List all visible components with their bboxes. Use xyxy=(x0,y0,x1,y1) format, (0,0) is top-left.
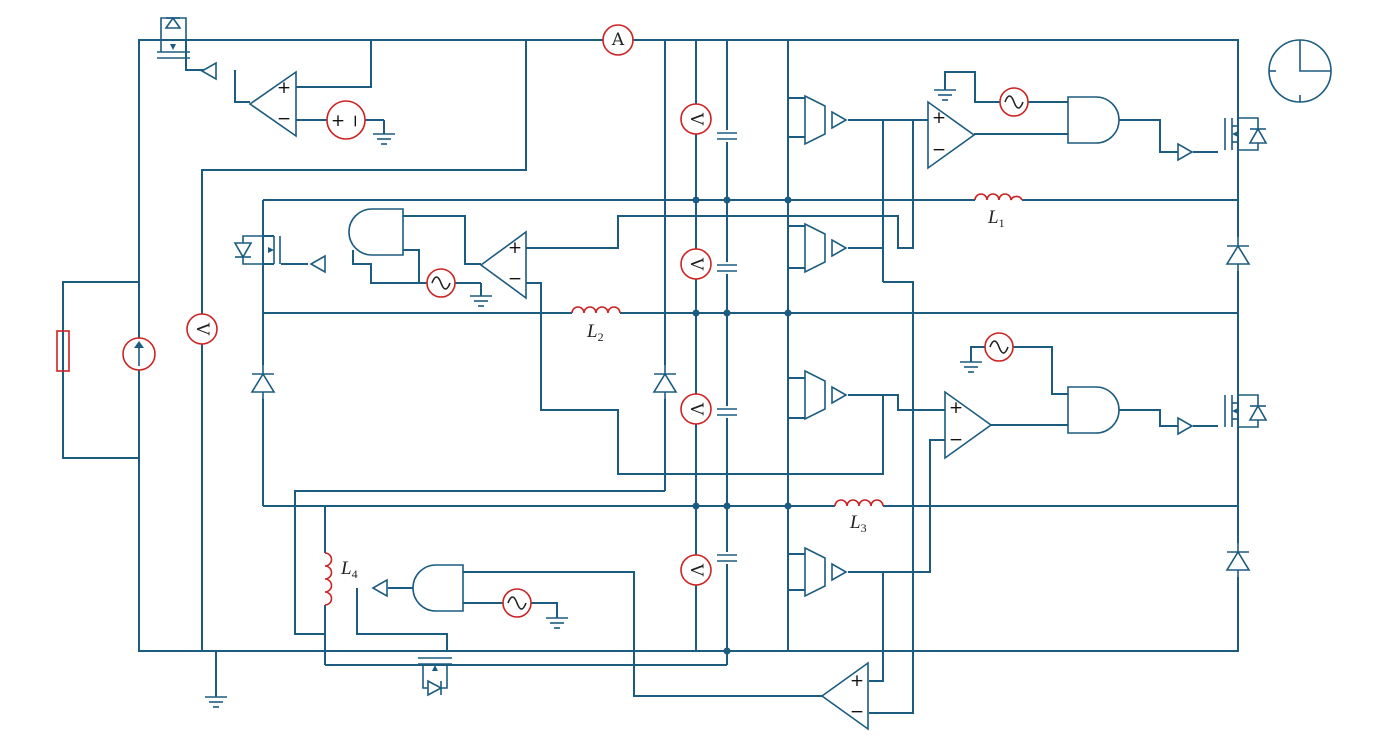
mosfet-icon xyxy=(418,657,452,697)
diode-icon xyxy=(251,364,275,402)
dc-source-plus: + xyxy=(331,111,345,131)
buffer-icon xyxy=(831,239,847,257)
mosfet-icon xyxy=(1224,394,1268,428)
mosfet-icon xyxy=(157,16,190,59)
current-source-icon xyxy=(122,337,156,371)
voltmeter: V xyxy=(680,248,712,280)
opamp-icon: + − xyxy=(248,70,297,138)
opamp-plus: + xyxy=(850,671,864,691)
opamp-plus: + xyxy=(949,398,963,418)
voltmeter-label: V xyxy=(192,322,212,336)
opamp-icon: + − xyxy=(927,100,976,170)
ac-source-icon xyxy=(426,268,456,298)
opamp-icon: + − xyxy=(479,230,527,300)
ac-source-icon xyxy=(984,332,1014,362)
voltmeter-label: V xyxy=(686,402,706,416)
capacitor-icon xyxy=(716,130,738,142)
voltmeter: V xyxy=(186,313,218,345)
diode-icon xyxy=(653,364,677,402)
capacitor-icon xyxy=(716,262,738,274)
resistor-icon xyxy=(56,330,70,372)
opamp-icon: + − xyxy=(944,390,993,460)
mosfet-icon xyxy=(1224,117,1268,151)
ac-source-icon xyxy=(999,87,1029,117)
opamp-plus: + xyxy=(932,108,946,128)
diode-icon xyxy=(1226,542,1250,580)
capacitor-icon xyxy=(716,406,738,418)
voltmeter: V xyxy=(680,554,712,586)
and-gate-icon xyxy=(1067,96,1120,144)
voltmeter: V xyxy=(680,393,712,425)
voltmeter: V xyxy=(680,103,712,135)
inductor-icon xyxy=(571,306,621,314)
clock-icon xyxy=(1268,39,1332,103)
dc-source-minus: − xyxy=(345,114,365,128)
wiring xyxy=(62,39,1239,714)
opamp-minus: − xyxy=(850,702,864,722)
ground-icon xyxy=(933,89,957,101)
mux-icon xyxy=(804,94,826,146)
buffer-icon xyxy=(372,579,388,597)
ac-source-icon xyxy=(502,588,532,618)
buffer-icon xyxy=(831,386,847,404)
inductor-label-l4: L4 xyxy=(340,558,358,581)
inductor-icon xyxy=(324,552,333,606)
buffer-icon xyxy=(1177,417,1193,435)
voltmeter-label: V xyxy=(686,112,706,126)
and-gate-icon xyxy=(1067,386,1120,434)
ammeter-label: A xyxy=(611,30,625,50)
inductor-label-l2: L2 xyxy=(586,321,604,344)
opamp-minus: − xyxy=(277,109,291,129)
opamp-plus: + xyxy=(508,238,522,258)
mux-icon xyxy=(804,546,826,598)
ground-icon xyxy=(545,617,569,629)
inductor-label-l3: L3 xyxy=(849,512,867,535)
mosfet-icon xyxy=(233,235,281,265)
mux-icon xyxy=(804,369,826,421)
and-gate-icon xyxy=(348,208,404,256)
opamp-minus: − xyxy=(508,269,522,289)
buffer-icon xyxy=(1177,143,1193,161)
opamp-plus: + xyxy=(277,78,291,98)
buffer-icon xyxy=(310,255,326,273)
ground-icon xyxy=(959,361,983,373)
opamp-minus: − xyxy=(932,140,946,160)
capacitor-icon xyxy=(716,552,738,564)
junction-dots xyxy=(692,196,792,655)
ground-icon xyxy=(204,696,228,708)
buffer-icon xyxy=(201,62,217,80)
buffer-icon xyxy=(831,563,847,581)
ammeter: A xyxy=(602,24,634,56)
opamp-icon: + − xyxy=(820,661,869,731)
inductor-label-l1: L1 xyxy=(987,207,1005,230)
and-gate-icon xyxy=(412,564,464,612)
opamp-minus: − xyxy=(949,430,963,450)
dc-source-icon: + − xyxy=(326,100,366,140)
inductor-icon xyxy=(834,499,884,507)
diode-icon xyxy=(1226,236,1250,274)
ground-icon xyxy=(469,295,493,307)
ground-icon xyxy=(372,133,396,145)
voltmeter-label: V xyxy=(686,563,706,577)
voltmeter-label: V xyxy=(686,257,706,271)
inductor-icon xyxy=(974,193,1023,201)
buffer-icon xyxy=(831,111,847,129)
mux-icon xyxy=(804,222,826,274)
